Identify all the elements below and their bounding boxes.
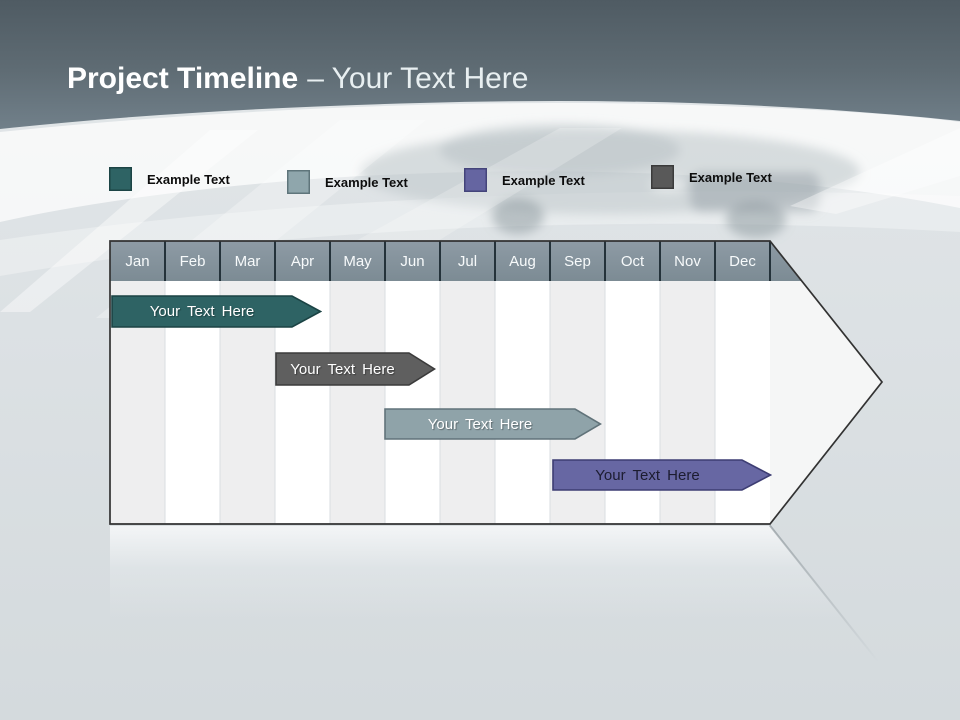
month-header-row: Jan Feb Mar Apr May Jun Jul Aug Sep Oct … (110, 241, 770, 281)
timeline-bar[interactable]: Your Text Here (552, 459, 772, 491)
bar-label: Your Text Here (427, 415, 533, 433)
month-header-cell: Nov (674, 252, 701, 270)
month-header-dividers (164, 241, 771, 281)
legend-label: Example Text (502, 172, 585, 188)
legend-item[interactable]: Example Text (287, 170, 408, 194)
month-header-cell: Apr (290, 252, 315, 270)
legend-swatch (464, 168, 487, 192)
month-header-cell: Aug (509, 252, 536, 270)
month-header-cell: Jan (125, 252, 150, 270)
month-header-cell: Dec (729, 252, 756, 270)
month-header-cell: Jun (400, 252, 425, 270)
ghost-car-art (360, 124, 860, 238)
arc-highlight-2 (0, 191, 960, 276)
bar-arrow-shape (552, 459, 772, 491)
timeline-bar[interactable]: Your Text Here (384, 408, 602, 440)
legend-item[interactable]: Example Text (464, 168, 585, 192)
legend-item[interactable]: Example Text (109, 167, 230, 191)
top-banner (0, 0, 960, 129)
title-sub-text: – Your Text Here (307, 62, 529, 95)
legend-swatch (287, 170, 310, 194)
column-divider-lines (164, 281, 716, 524)
bar-arrow-shape (111, 295, 322, 328)
chart-reflection (110, 526, 845, 621)
month-header-cell: Feb (179, 252, 206, 270)
big-arrow-outline (109, 240, 884, 525)
legend-swatch (651, 165, 674, 189)
legend-label: Example Text (147, 171, 230, 187)
legend-label: Example Text (325, 174, 408, 190)
slide-title[interactable]: Project Timeline– Your Text Here (67, 61, 528, 97)
timeline-bar[interactable]: Your Text Here (275, 352, 436, 386)
bar-label: Your Text Here (290, 360, 395, 378)
legend-item[interactable]: Example Text (651, 165, 772, 189)
month-header-cell: Sep (564, 252, 591, 270)
bar-label: Your Text Here (149, 303, 255, 320)
month-header-cell: Jul (457, 252, 478, 270)
title-main-text: Project Timeline (67, 62, 299, 95)
bar-label: Your Text Here (595, 466, 700, 484)
bar-arrow-shape (275, 352, 436, 386)
legend-label: Example Text (689, 169, 772, 185)
bar-arrow-shape (384, 408, 602, 440)
month-header-band (110, 241, 802, 281)
month-header-cell: Oct (620, 252, 645, 270)
month-header-cell: May (343, 252, 372, 270)
timeline-bar[interactable]: Your Text Here (111, 295, 322, 328)
legend-swatch (109, 167, 132, 191)
month-header-cell: Mar (234, 252, 261, 270)
